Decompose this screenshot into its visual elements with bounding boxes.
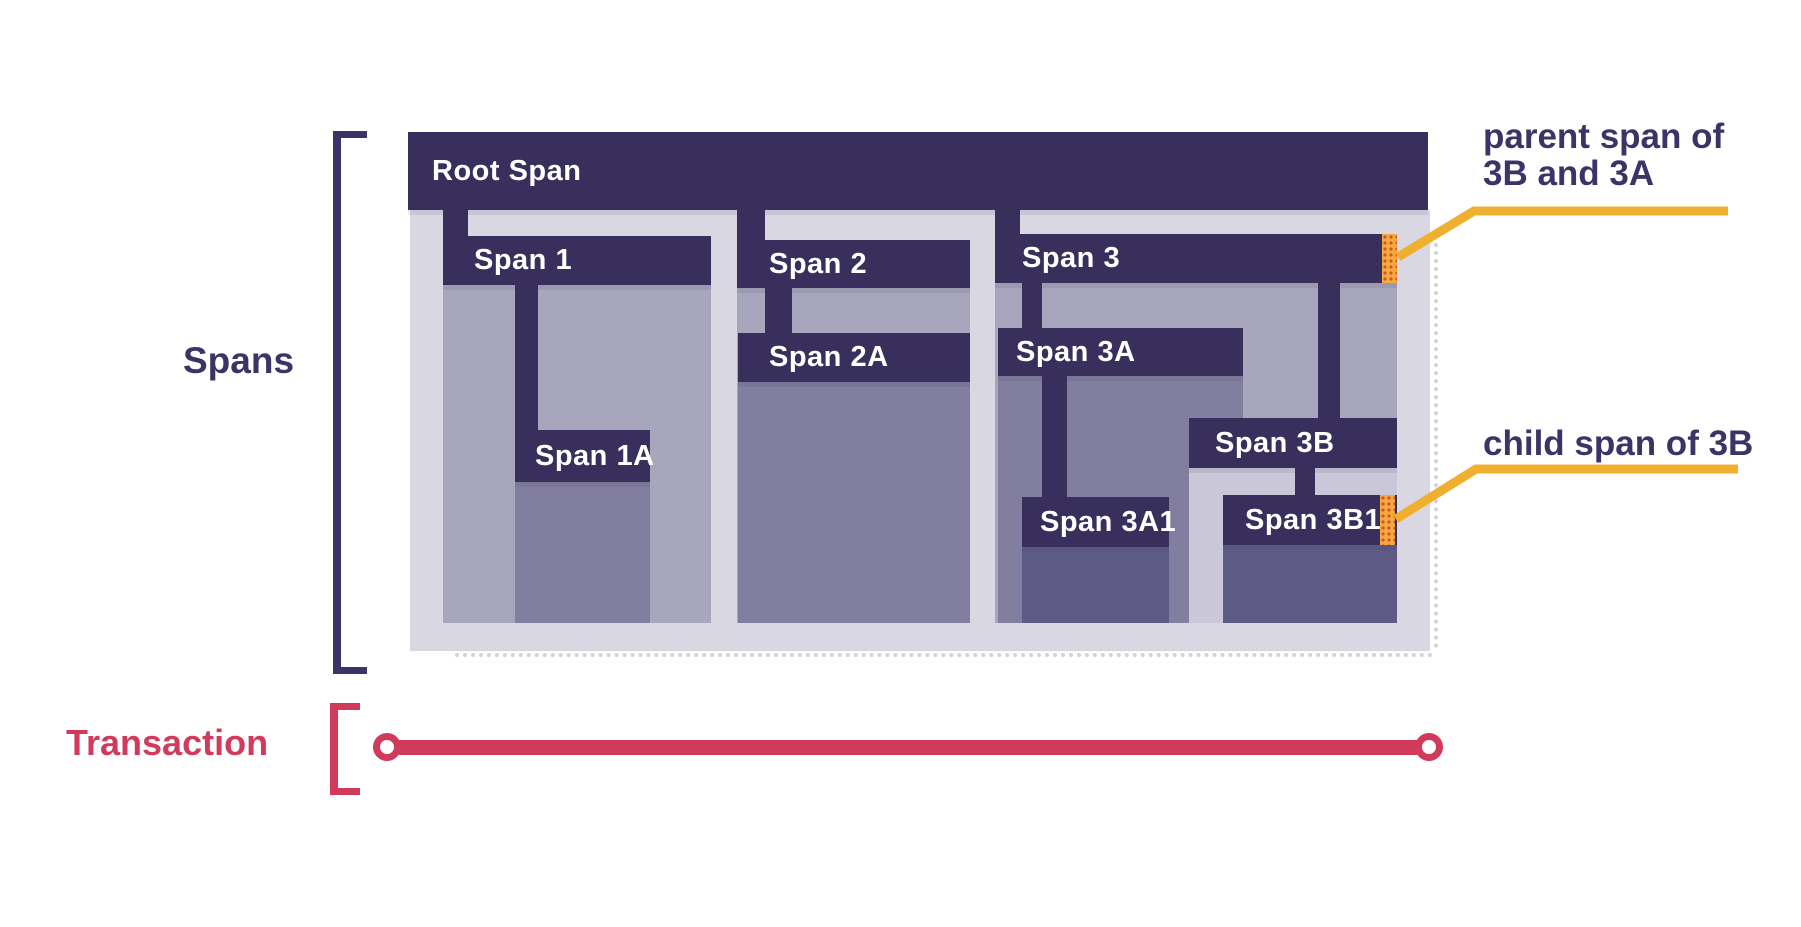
connector-root-span2	[737, 208, 765, 242]
span-bar-label: Span 2	[769, 247, 868, 280]
span-bar-label: Span 3	[1022, 242, 1121, 274]
transaction-start-ring	[373, 733, 401, 761]
transaction-bracket	[330, 703, 360, 795]
connector-span3b-span3b1	[1295, 468, 1315, 498]
span3b1-duration-region	[1223, 545, 1397, 623]
connector-span3-span3a	[1022, 283, 1042, 333]
child-callout-line	[1393, 464, 1738, 523]
panel-shadow-bottom	[455, 653, 1433, 657]
parent-span-annotation: parent span of 3B and 3A	[1483, 118, 1724, 192]
span-bar-span3b: Span 3B	[1189, 418, 1397, 468]
connector-root-span3	[995, 208, 1020, 237]
transaction-label: Transaction	[66, 722, 269, 763]
span-bar-span1a: Span 1A	[515, 430, 654, 482]
connector-span1-span1a	[515, 285, 538, 435]
span-bar-label: Span 3B1	[1245, 503, 1382, 536]
span2a-duration-region	[738, 382, 970, 623]
child-span-annotation: child span of 3B	[1483, 424, 1754, 463]
parent-span-marker	[1382, 234, 1397, 283]
panel-shadow-right	[1434, 243, 1438, 648]
connector-span3a-span3a1	[1042, 376, 1067, 501]
span-bar-span3b1: Span 3B1	[1223, 495, 1397, 545]
parent-callout-line	[1395, 206, 1728, 261]
connector-root-span1	[443, 208, 468, 238]
span1a-duration-region	[515, 482, 650, 623]
transaction-end-ring	[1415, 733, 1443, 761]
span-bar-span2a: Span 2A	[738, 333, 970, 382]
connector-span3-span3b	[1318, 283, 1340, 423]
span-bar-span3a: Span 3A	[998, 328, 1243, 376]
span-bar-root: Root Span	[408, 132, 1428, 210]
span-bar-span3: Span 3	[995, 234, 1397, 283]
child-span-marker	[1380, 495, 1395, 545]
span-bar-label: Root Span	[432, 154, 582, 187]
span-bar-span2: Span 2	[737, 240, 970, 288]
span-bar-label: Span 3A1	[1040, 505, 1177, 538]
spans-bracket	[333, 131, 367, 674]
span-bar-span3a1: Span 3A1	[1022, 497, 1176, 547]
span-bar-label: Span 3A	[1016, 335, 1136, 368]
span-bar-label: Span 1	[474, 244, 573, 276]
span-bar-label: Span 3B	[1215, 426, 1335, 459]
span-bar-label: Span 1A	[535, 439, 655, 472]
connector-span2-span2a	[765, 288, 792, 338]
span3a1-duration-region	[1022, 547, 1169, 623]
annotation-line: 3B and 3A	[1483, 154, 1655, 193]
spans-label: Spans	[183, 340, 295, 381]
annotation-line: parent span of	[1483, 117, 1725, 156]
transaction-timeline	[399, 740, 1417, 755]
span-bar-label: Span 2A	[769, 341, 889, 373]
span-bar-span1: Span 1	[443, 236, 711, 285]
